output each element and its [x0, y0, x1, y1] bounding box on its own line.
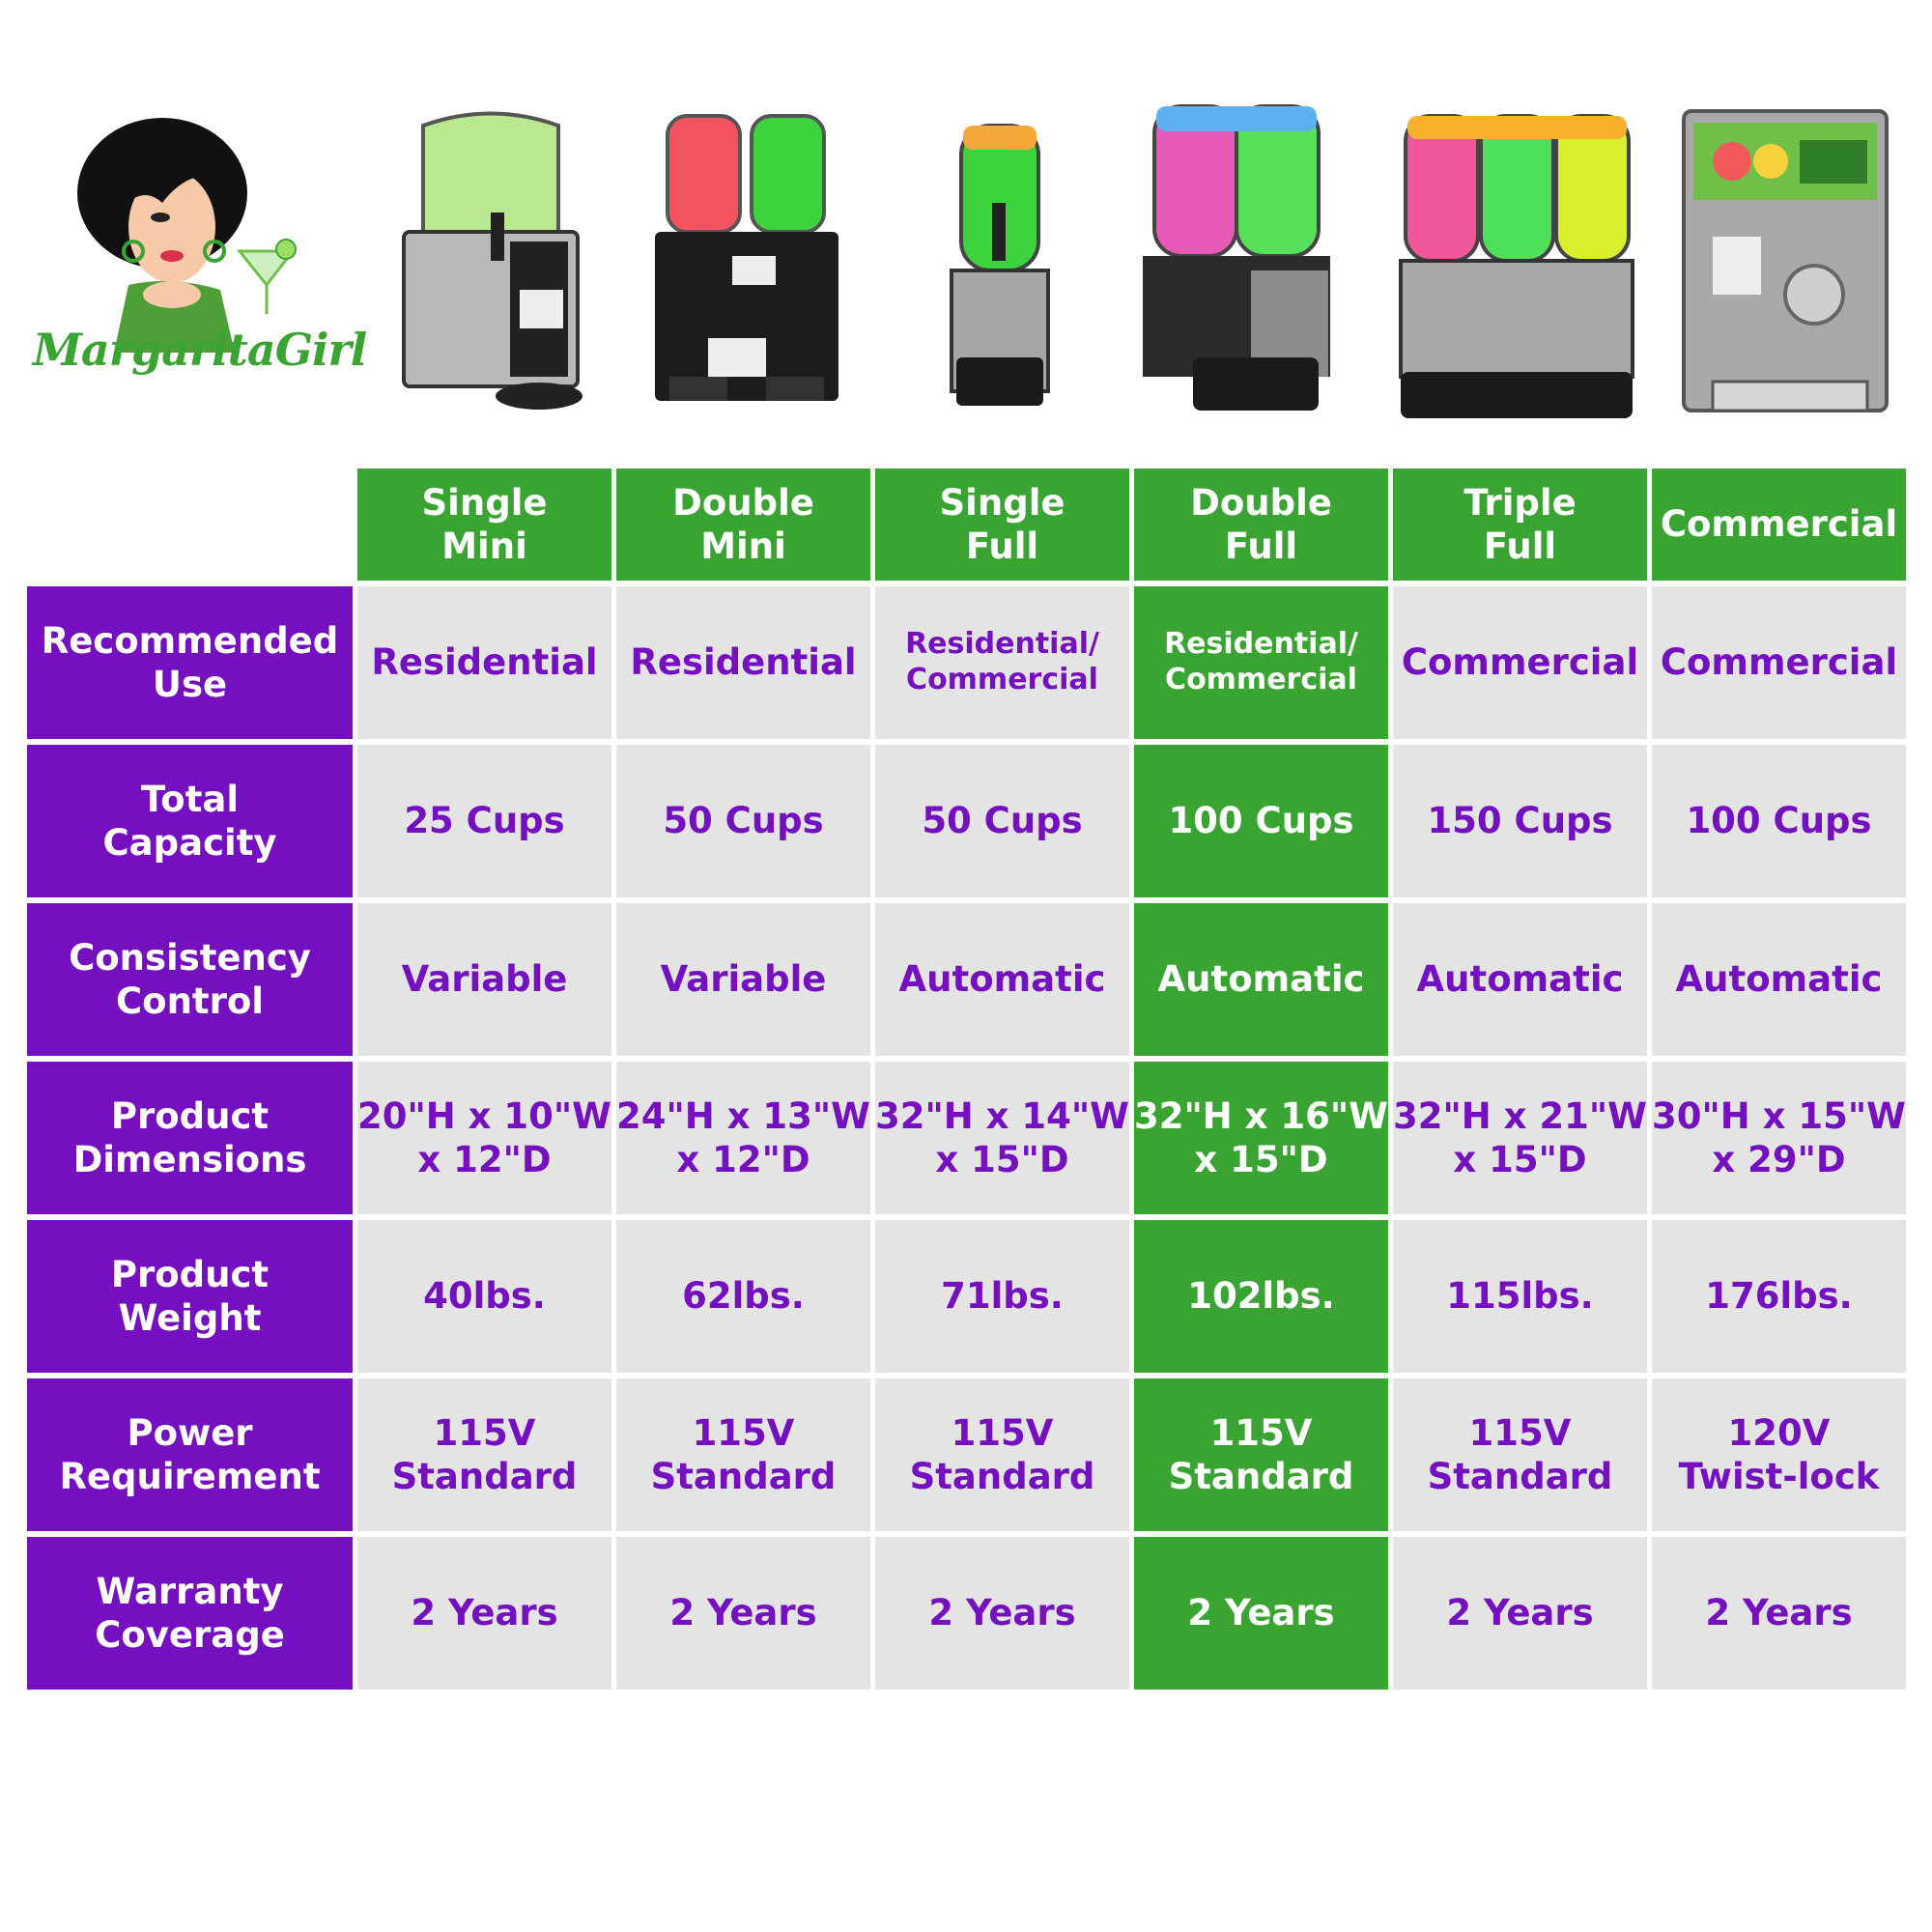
column-header-single-full: Single Full — [875, 469, 1129, 581]
table-cell: 20"H x 10"W x 12"D — [357, 1062, 611, 1214]
table-cell: 176lbs. — [1652, 1220, 1906, 1373]
table-cell: 2 Years — [875, 1537, 1129, 1690]
table-cell: Commercial — [1393, 586, 1647, 739]
row-header-power-requirement: Power Requirement — [27, 1378, 353, 1531]
table-cell: Automatic — [1393, 903, 1647, 1056]
table-cell: 62lbs. — [616, 1220, 870, 1373]
table-cell: 100 Cups — [1652, 745, 1906, 897]
row-header-consistency-control: Consistency Control — [27, 903, 353, 1056]
table-cell: 150 Cups — [1393, 745, 1647, 897]
table-cell: 115V Standard — [1393, 1378, 1647, 1531]
table-cell: 2 Years — [1393, 1537, 1647, 1690]
logo-text: MargaritaGirl — [33, 324, 367, 376]
column-header-single-mini: Single Mini — [357, 469, 611, 581]
table-cell: Variable — [616, 903, 870, 1056]
commercial-image — [1666, 77, 1903, 425]
table-cell: 25 Cups — [357, 745, 611, 897]
table-cell: Automatic — [1652, 903, 1906, 1056]
table-cell: 115V Standard — [357, 1378, 611, 1531]
single-mini-image — [382, 77, 599, 425]
table-cell: 2 Years — [357, 1537, 611, 1690]
double-mini-image — [642, 77, 850, 425]
table-cell: Variable — [357, 903, 611, 1056]
row-header-total-capacity: Total Capacity — [27, 745, 353, 897]
table-cell: 2 Years — [616, 1537, 870, 1690]
table-cell: 32"H x 21"W x 15"D — [1393, 1062, 1647, 1214]
commercial-machine-icon — [1681, 109, 1889, 412]
table-cell-highlighted: 115V Standard — [1134, 1378, 1388, 1531]
single-mini-machine-icon — [401, 111, 582, 410]
table-cell-highlighted: 102lbs. — [1134, 1220, 1388, 1373]
table-cell: 30"H x 15"W x 29"D — [1652, 1062, 1906, 1214]
table-cell-highlighted: 100 Cups — [1134, 745, 1388, 897]
table-cell: 40lbs. — [357, 1220, 611, 1373]
table-cell: 115V Standard — [875, 1378, 1129, 1531]
table-cell: 71lbs. — [875, 1220, 1129, 1373]
column-header-double-mini: Double Mini — [616, 469, 870, 581]
table-cell: 24"H x 13"W x 12"D — [616, 1062, 870, 1214]
table-cell: 50 Cups — [875, 745, 1129, 897]
row-header-warranty-coverage: Warranty Coverage — [27, 1537, 353, 1690]
margarita-girl-logo: MargaritaGirl — [27, 106, 367, 396]
double-full-image — [1125, 77, 1348, 425]
table-cell: 32"H x 14"W x 15"D — [875, 1062, 1129, 1214]
table-cell-highlighted: 32"H x 16"W x 15"D — [1134, 1062, 1388, 1214]
table-cell: 2 Years — [1652, 1537, 1906, 1690]
table-cell: 115V Standard — [616, 1378, 870, 1531]
single-full-image — [923, 77, 1077, 425]
table-cell: Residential — [616, 586, 870, 739]
table-cell: 120V Twist-lock — [1652, 1378, 1906, 1531]
double-full-machine-icon — [1143, 104, 1330, 411]
table-cell: Residential — [357, 586, 611, 739]
row-header-recommended-use: Recommended Use — [27, 586, 353, 739]
column-header-double-full: Double Full — [1134, 469, 1388, 581]
table-cell: Commercial — [1652, 586, 1906, 739]
table-cell-highlighted: 2 Years — [1134, 1537, 1388, 1690]
double-mini-machine-icon — [654, 114, 838, 401]
table-cell: 50 Cups — [616, 745, 870, 897]
triple-full-machine-icon — [1399, 114, 1634, 418]
row-header-product-weight: Product Weight — [27, 1220, 353, 1373]
table-cell: 115lbs. — [1393, 1220, 1647, 1373]
table-cell-highlighted: Automatic — [1134, 903, 1388, 1056]
column-header-commercial: Commercial — [1652, 469, 1906, 581]
margarita-girl-logo-icon — [77, 118, 297, 353]
table-cell: Automatic — [875, 903, 1129, 1056]
single-full-machine-icon — [950, 124, 1050, 406]
row-header-product-dimensions: Product Dimensions — [27, 1062, 353, 1214]
triple-full-image — [1391, 77, 1642, 425]
column-header-triple-full: Triple Full — [1393, 469, 1647, 581]
table-cell-highlighted: Residential/ Commercial — [1134, 586, 1388, 739]
table-cell: Residential/ Commercial — [875, 586, 1129, 739]
